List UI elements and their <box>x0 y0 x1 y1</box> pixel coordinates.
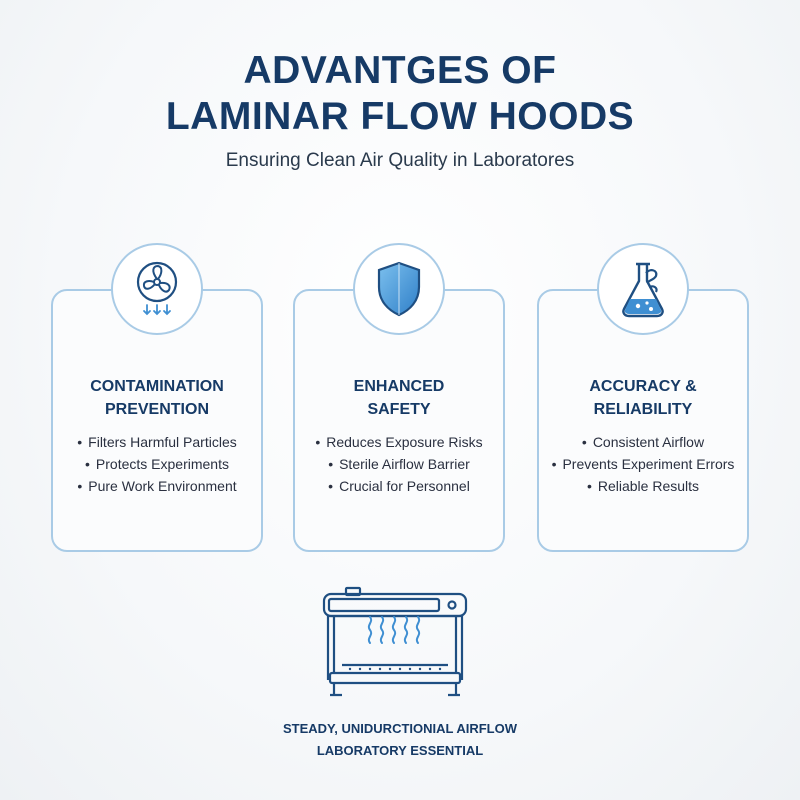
card-title: CONTAMINATION PREVENTION <box>53 375 261 421</box>
card-enhanced-safety: ENHANCED SAFETY Reduces Exposure Risks S… <box>293 289 505 552</box>
page-title-line-2: LAMINAR FLOW HOODS <box>165 95 635 138</box>
bullet-item: Reduces Exposure Risks <box>295 431 503 453</box>
shield-icon <box>377 261 421 317</box>
bullet-list: Reduces Exposure Risks Sterile Airflow B… <box>295 431 503 497</box>
laminar-flow-hood-icon <box>322 586 468 697</box>
page-subtitle: Ensuring Clean Air Quality in Laboratore… <box>225 150 575 171</box>
card-title-line-1: CONTAMINATION <box>90 378 224 395</box>
bullet-list: Filters Harmful Particles Protects Exper… <box>53 431 261 497</box>
flask-icon <box>622 262 664 318</box>
bullet-item: Protects Experiments <box>53 453 261 475</box>
bullet-list: Consistent Airflow Prevents Experiment E… <box>539 431 747 497</box>
shield-icon-badge <box>353 243 445 335</box>
fan-airflow-icon <box>136 261 178 316</box>
bullet-item: Pure Work Environment <box>53 475 261 497</box>
card-title-line-1: ENHANCED <box>353 378 445 395</box>
flask-icon-badge <box>597 243 689 335</box>
card-title: ACCURACY & RELIABILITY <box>539 375 747 421</box>
page-title-line-1: ADVANTGES OF <box>243 49 557 92</box>
bullet-item: Consistent Airflow <box>539 431 747 453</box>
bullet-item: Crucial for Personnel <box>295 475 503 497</box>
card-accuracy-reliability: ACCURACY & RELIABILITY Consistent Airflo… <box>537 289 749 552</box>
bullet-item: Prevents Experiment Errors <box>539 453 747 475</box>
footer-caption: STEADY, UNIDURCTIONIAL AIRFLOW LABORATOR… <box>0 718 800 762</box>
footer-caption-line-1: STEADY, UNIDURCTIONIAL AIRFLOW <box>283 721 517 736</box>
card-title-line-2: RELIABILITY <box>593 401 693 418</box>
card-title-line-2: PREVENTION <box>104 401 209 418</box>
fan-airflow-icon-badge <box>111 243 203 335</box>
footer-caption-line-2: LABORATORY ESSENTIAL <box>316 743 484 758</box>
bullet-item: Filters Harmful Particles <box>53 431 261 453</box>
page-title: ADVANTGES OF LAMINAR FLOW HOODS <box>0 48 800 140</box>
card-title: ENHANCED SAFETY <box>295 375 503 421</box>
bullet-item: Reliable Results <box>539 475 747 497</box>
bullet-item: Sterile Airflow Barrier <box>295 453 503 475</box>
card-title-line-1: ACCURACY & <box>589 378 697 395</box>
card-title-line-2: SAFETY <box>367 401 431 418</box>
